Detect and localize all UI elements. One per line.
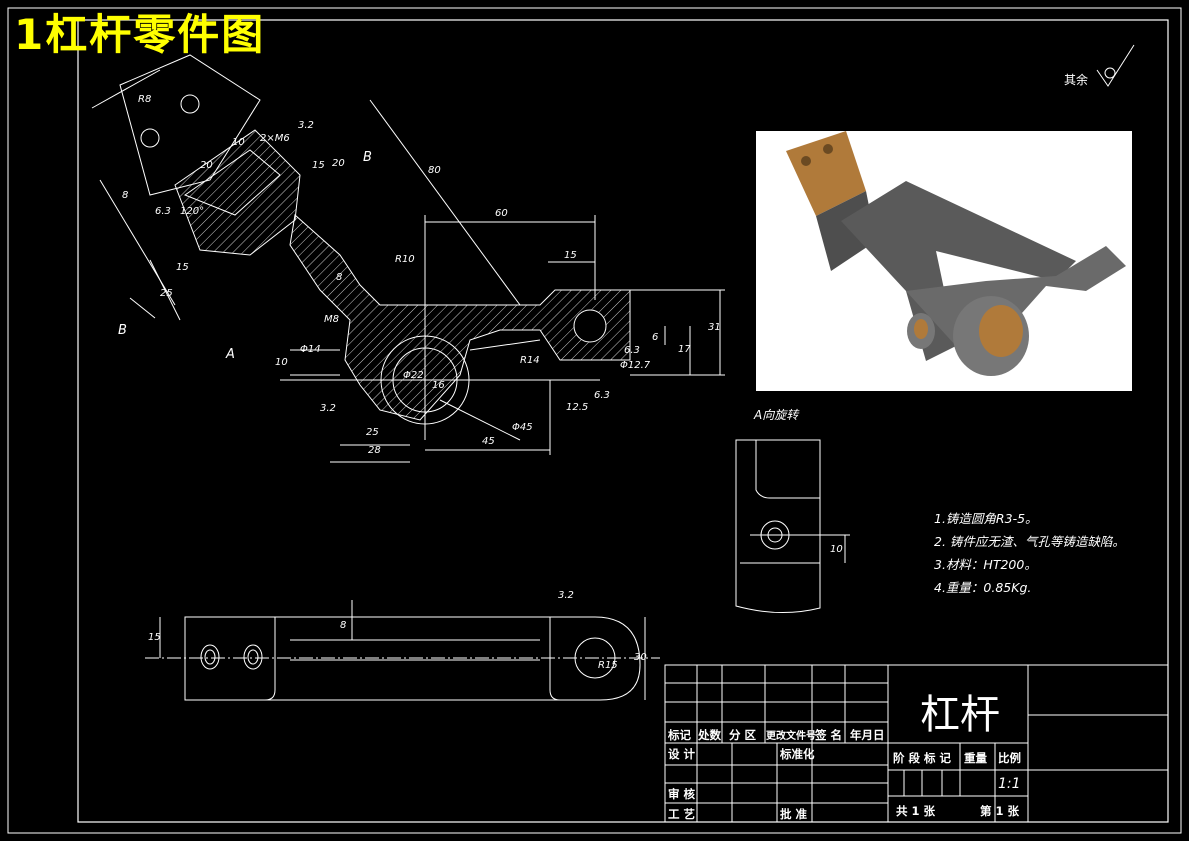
tb-sheet-no: 第 1 张	[980, 804, 1020, 818]
dim-phi22: Φ22	[403, 370, 424, 381]
tb-header-sign: 签 名	[815, 728, 843, 742]
dim-r8: R8	[138, 94, 152, 105]
tb-header-zone: 分 区	[729, 728, 757, 742]
dim-20a: 20	[200, 160, 213, 171]
dim-3-2c: 3.2	[558, 590, 574, 601]
dim-60: 60	[495, 208, 508, 219]
section-label-b-left: B	[118, 323, 127, 338]
dim-phi14: Φ14	[300, 344, 321, 355]
dim-6: 6	[652, 332, 659, 343]
dim-8c: 8	[340, 620, 347, 631]
dim-10c: 10	[830, 544, 843, 555]
dim-r15: R15	[598, 660, 618, 671]
dim-31: 31	[708, 322, 721, 333]
dim-6-3c: 6.3	[594, 390, 610, 401]
tb-scale-value: 1:1	[998, 776, 1021, 792]
tb-header-count: 处数	[698, 728, 721, 742]
title-block	[664, 664, 1169, 823]
dim-10b: 10	[275, 357, 288, 368]
part-render-image	[756, 131, 1132, 391]
tb-design: 设 计	[668, 747, 696, 761]
tb-stage-mark: 阶 段 标 记	[893, 751, 952, 765]
dim-80: 80	[428, 165, 441, 176]
dim-3-2b: 3.2	[320, 403, 336, 414]
dim-30: 30	[634, 652, 647, 663]
tb-scale-label: 比例	[998, 751, 1021, 765]
dim-8a: 8	[122, 190, 129, 201]
bottom-view	[145, 600, 660, 701]
dim-15b: 15	[564, 250, 577, 261]
tb-header-date: 年月日	[850, 728, 885, 742]
dim-3-2a: 3.2	[298, 120, 314, 131]
dim-17: 17	[678, 344, 691, 355]
part-name: 杠杆	[920, 692, 1000, 738]
roughness-note: 其余	[1064, 73, 1089, 87]
dim-12-5: 12.5	[566, 402, 589, 413]
dim-15a: 15	[312, 160, 325, 171]
dim-r10: R10	[395, 254, 415, 265]
dim-16: 16	[432, 380, 445, 391]
tb-standard: 标准化	[780, 747, 815, 761]
dim-2m6: 2×M6	[260, 133, 290, 144]
tb-weight: 重量	[964, 751, 987, 765]
dim-10: 10	[232, 137, 245, 148]
tb-header-change-doc: 更改文件号	[766, 731, 816, 742]
dim-m8: M8	[324, 314, 339, 325]
tb-header-mark: 标记	[668, 728, 691, 742]
dim-phi12-7: Φ12.7	[620, 360, 651, 371]
outer-border	[7, 7, 1182, 834]
dim-15d: 15	[148, 632, 161, 643]
view-a-label: A向旋转	[754, 408, 799, 422]
roughness-symbol	[1096, 44, 1135, 87]
section-label-b-top: B	[363, 150, 372, 165]
dim-120: 120°	[180, 206, 205, 217]
tb-review: 审 核	[668, 787, 696, 801]
dim-28: 28	[368, 445, 381, 456]
dim-45a: 45	[482, 436, 495, 447]
tb-process: 工 艺	[668, 807, 696, 821]
dim-8b: 8	[336, 272, 343, 283]
technical-notes: 1.铸造圆角R3-5。 2. 铸件应无渣、气孔等铸造缺陷。 3.材料：HT200…	[934, 508, 1125, 600]
dim-25a: 25	[160, 288, 173, 299]
tb-approve: 批 准	[780, 807, 808, 821]
dim-phi45: Φ45	[512, 422, 533, 433]
dim-r14: R14	[520, 355, 540, 366]
section-label-a: A	[226, 347, 235, 362]
dim-15c: 15	[176, 262, 189, 273]
tb-sheets-total: 共 1 张	[896, 804, 936, 818]
inner-frame	[77, 19, 1169, 823]
dim-6-3a: 6.3	[155, 206, 171, 217]
note-item: 4.重量：0.85Kg.	[934, 580, 1032, 595]
note-item: 1.铸造圆角R3-5。	[934, 511, 1038, 526]
dim-25b: 25	[366, 427, 379, 438]
note-item: 3.材料：HT200。	[934, 557, 1037, 572]
drawing-title: 1杠杆零件图	[14, 10, 266, 59]
note-item: 2. 铸件应无渣、气孔等铸造缺陷。	[934, 534, 1125, 549]
main-view	[91, 54, 725, 463]
view-a	[735, 439, 850, 613]
dim-6-3b: 6.3	[624, 345, 640, 356]
dim-20b: 20	[332, 158, 345, 169]
